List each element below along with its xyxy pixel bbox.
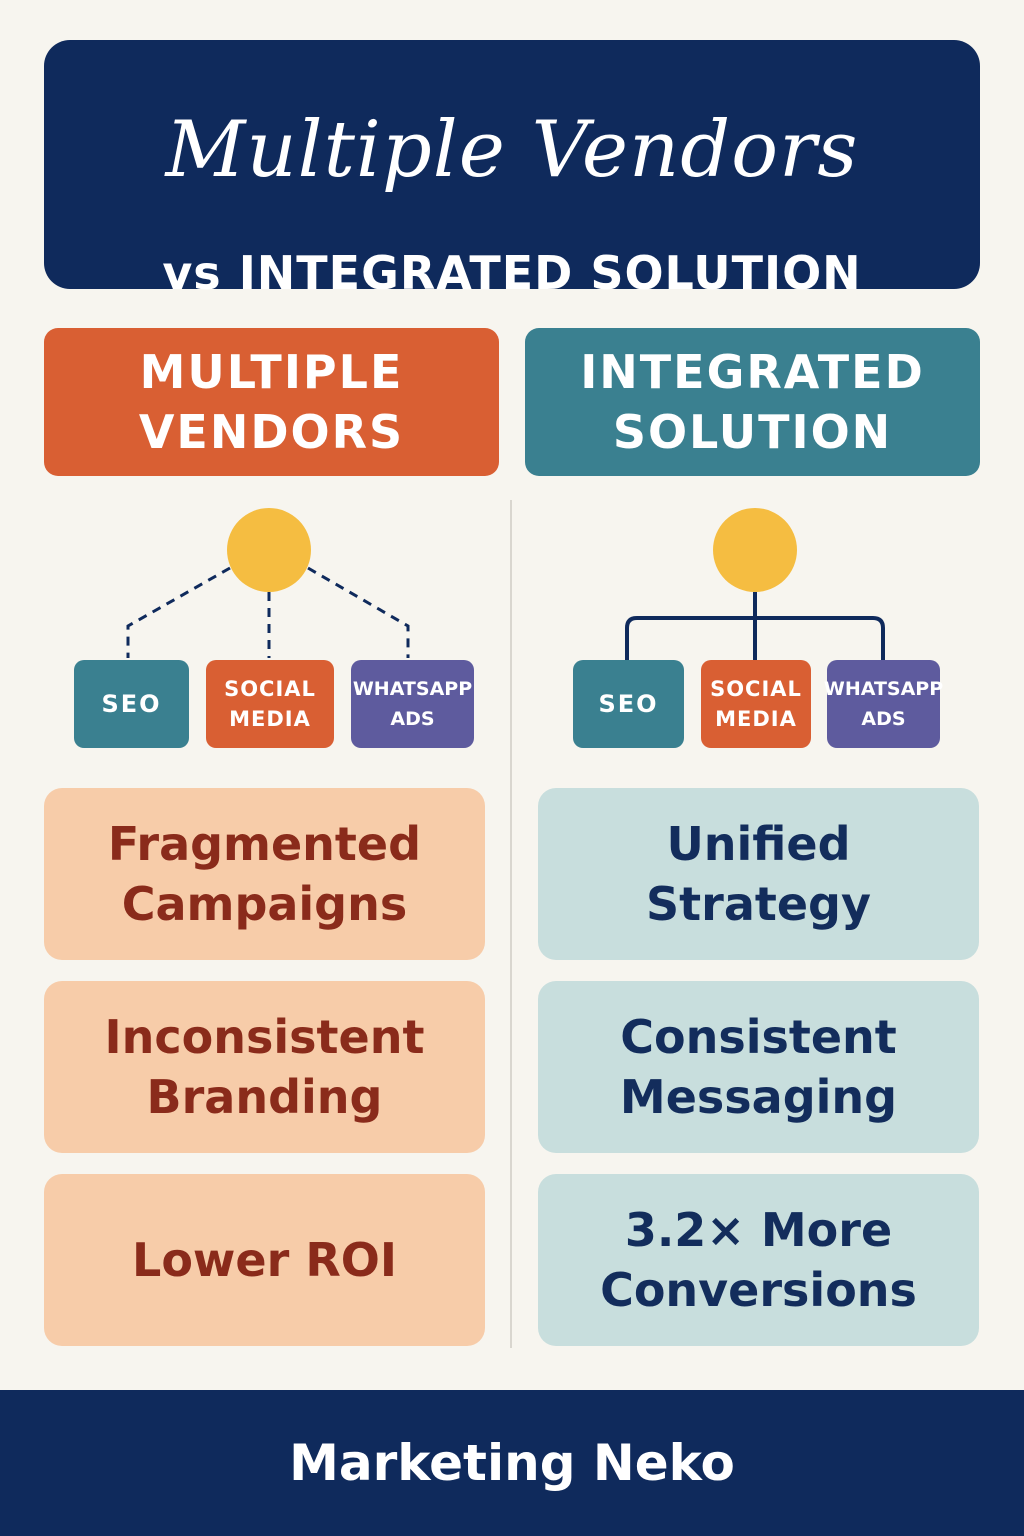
whatsapp-ads-vendor-node: WHATSAPP ADS — [351, 660, 474, 748]
social-media-label: SOCIAL MEDIA — [224, 677, 316, 731]
client-hub-circle — [227, 508, 311, 592]
social-media-vendor-node: SOCIAL MEDIA — [206, 660, 334, 748]
drawback-box: Fragmented Campaigns — [44, 788, 485, 960]
benefit-text: Unified Strategy — [646, 817, 871, 931]
column-divider — [510, 500, 512, 1348]
benefit-box: Unified Strategy — [538, 788, 979, 960]
multiple-vendors-diagram: SEO SOCIAL MEDIA WHATSAPP ADS — [44, 508, 499, 758]
whatsapp-ads-label: WHATSAPP ADS — [352, 678, 473, 730]
drawback-box: Lower ROI — [44, 1174, 485, 1346]
solid-connectors — [625, 592, 885, 660]
integrated-solution-diagram: SEO SOCIAL MEDIA WHATSAPP ADS — [525, 508, 980, 758]
drawback-text: Lower ROI — [132, 1233, 397, 1287]
integrated-solution-heading: INTEGRATED SOLUTION — [525, 328, 980, 476]
main-title: Multiple Vendors — [165, 105, 859, 195]
drawback-text: Fragmented Campaigns — [107, 817, 422, 931]
benefit-box: 3.2× More Conversions — [538, 1174, 979, 1346]
benefit-text: Consistent Messaging — [619, 1010, 898, 1124]
dashed-connectors — [126, 566, 410, 658]
social-media-label: SOCIAL MEDIA — [710, 677, 802, 731]
social-media-service-node: SOCIAL MEDIA — [701, 660, 811, 748]
seo-label: SEO — [101, 690, 162, 718]
drawback-box: Inconsistent Branding — [44, 981, 485, 1153]
brand-footer: Marketing Neko — [0, 1390, 1024, 1536]
integrated-solution-label: INTEGRATED SOLUTION — [580, 345, 925, 459]
title-banner: Multiple Vendors vs INTEGRATED SOLUTION — [44, 40, 980, 300]
seo-vendor-node: SEO — [74, 660, 189, 748]
subtitle: vs INTEGRATED SOLUTION — [162, 246, 862, 300]
multiple-vendors-heading: MULTIPLE VENDORS — [44, 328, 499, 476]
seo-service-node: SEO — [573, 660, 684, 748]
benefit-text: 3.2× More Conversions — [600, 1203, 917, 1317]
whatsapp-ads-label: WHATSAPP ADS — [823, 678, 944, 730]
drawback-text: Inconsistent Branding — [104, 1010, 425, 1124]
whatsapp-ads-service-node: WHATSAPP ADS — [823, 660, 944, 748]
client-hub-circle — [713, 508, 797, 592]
benefit-box: Consistent Messaging — [538, 981, 979, 1153]
seo-label: SEO — [598, 690, 659, 718]
multiple-vendors-label: MULTIPLE VENDORS — [138, 345, 405, 459]
brand-name: Marketing Neko — [289, 1434, 735, 1492]
